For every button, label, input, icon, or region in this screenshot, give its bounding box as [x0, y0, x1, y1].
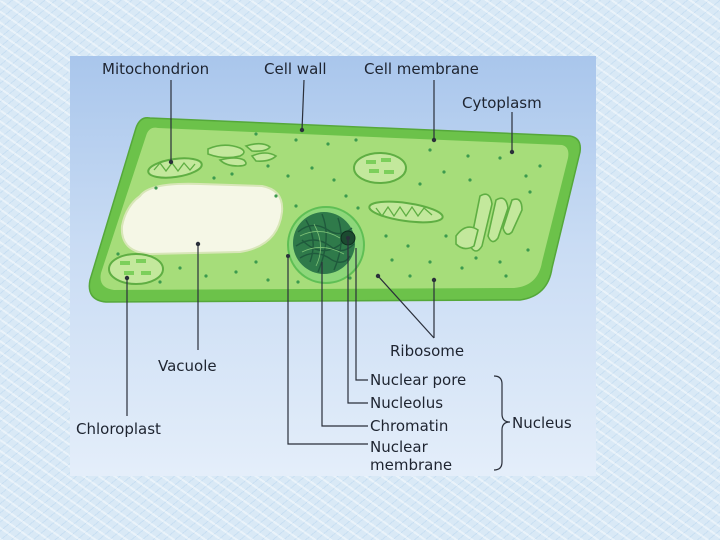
- label-mitochondrion: Mitochondrion: [102, 60, 209, 78]
- chloroplast-top: [353, 152, 407, 184]
- nucleus: [287, 206, 365, 284]
- leader-lines: [124, 79, 515, 471]
- mitochondrion-top: [147, 157, 203, 179]
- label-nucleolus: Nucleolus: [370, 394, 443, 412]
- ribosomes: [116, 132, 542, 284]
- label-nuclear-membrane-line1: Nuclear: [370, 438, 429, 456]
- label-chromatin: Chromatin: [370, 417, 448, 435]
- label-vacuole: Vacuole: [158, 357, 217, 375]
- label-ribosome: Ribosome: [390, 342, 464, 360]
- label-nuclear-membrane-line2: membrane: [370, 456, 452, 474]
- label-nucleus: Nucleus: [512, 414, 572, 432]
- label-nuclear-pore: Nuclear pore: [370, 371, 466, 389]
- golgi-body: [207, 142, 278, 167]
- label-cell-membrane: Cell membrane: [364, 60, 479, 78]
- mitochondrion-right: [368, 200, 444, 224]
- label-cytoplasm: Cytoplasm: [462, 94, 542, 112]
- chloroplast-left: [108, 253, 164, 285]
- vacuole: [120, 182, 284, 256]
- endoplasmic-reticulum: [455, 193, 523, 252]
- label-chloroplast: Chloroplast: [76, 420, 161, 438]
- label-cell-wall: Cell wall: [264, 60, 327, 78]
